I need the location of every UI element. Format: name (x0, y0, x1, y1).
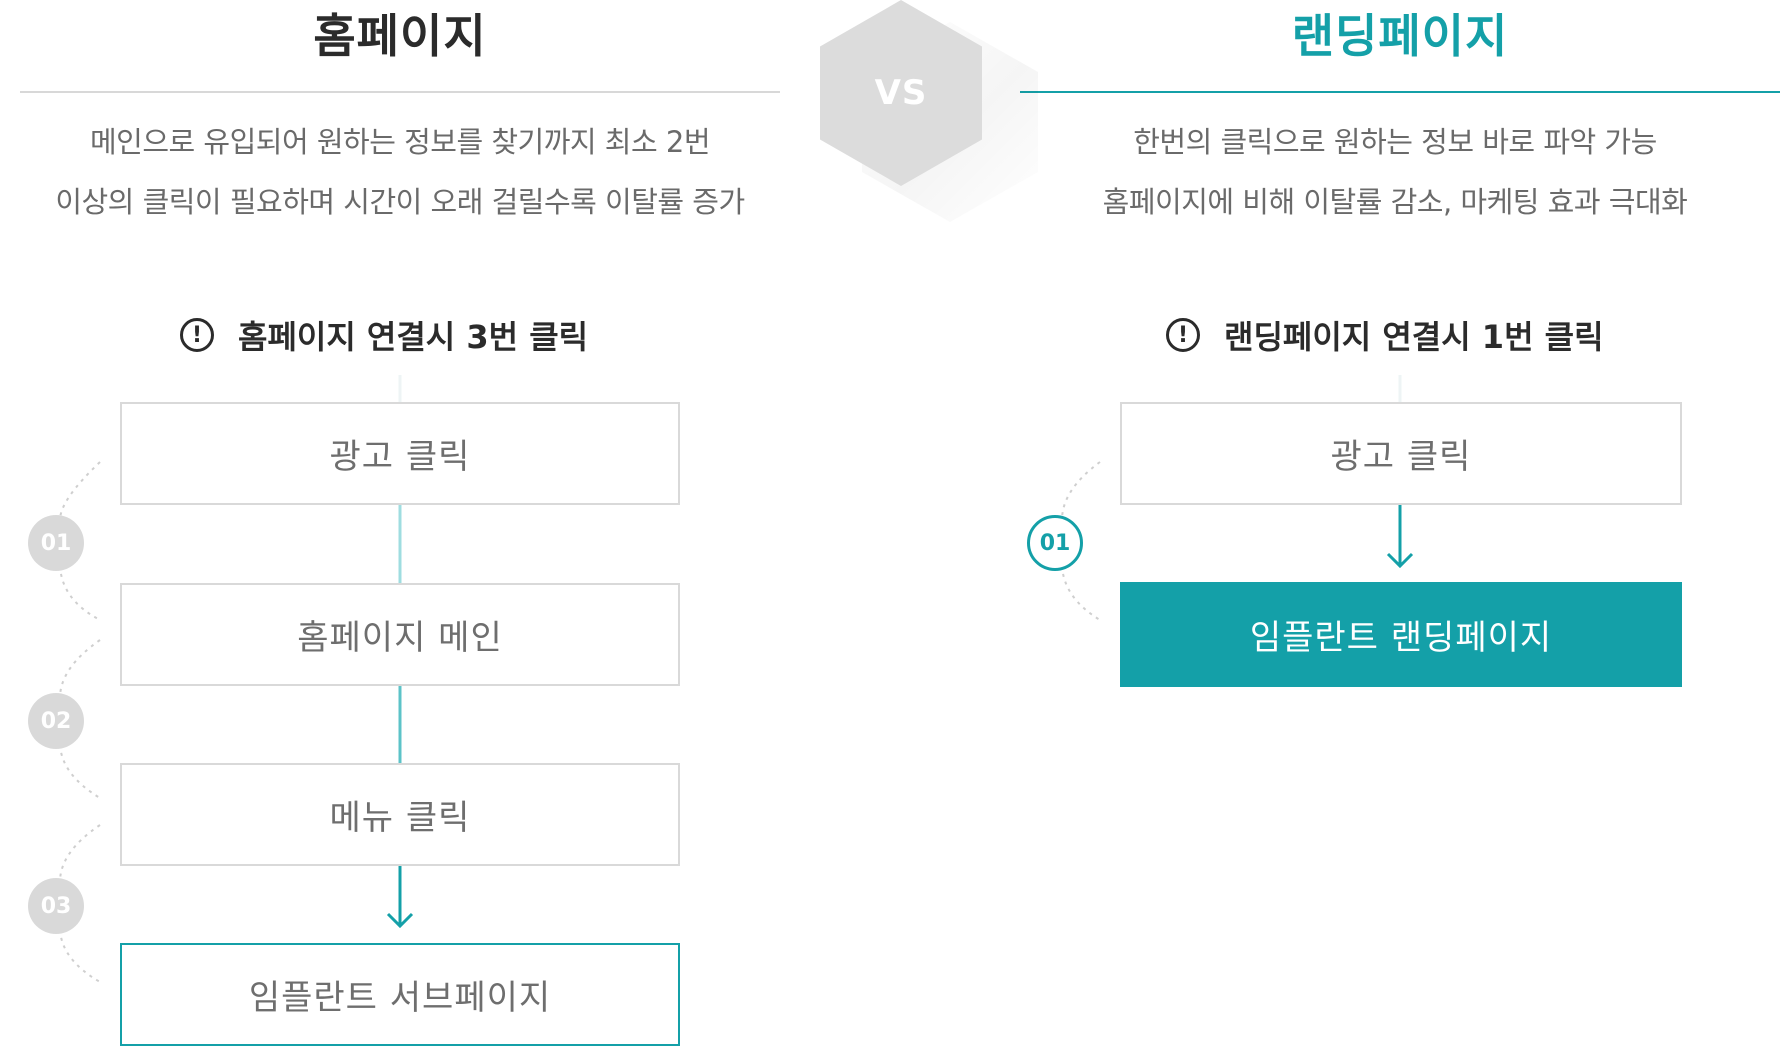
left-arc-1b (59, 565, 101, 621)
landing-step-ad-click-box: 광고 클릭 (1120, 402, 1682, 505)
landing-click-count-label: 랜딩페이지 연결시 1번 클릭 (1224, 318, 1604, 356)
alert-circle-icon: ! (180, 318, 214, 352)
landing-desc-line-1: 한번의 클릭으로 원하는 정보 바로 파악 가능 (1133, 125, 1657, 159)
step-implant-subpage-box: 임플란트 서브페이지 (120, 943, 680, 1046)
vs-label: VS (874, 73, 928, 113)
step-menu-click-box: 메뉴 클릭 (120, 763, 680, 866)
alert-circle-icon: ! (1166, 318, 1200, 352)
step-badge-02: 02 (28, 693, 84, 749)
homepage-click-count-label: 홈페이지 연결시 3번 클릭 (238, 318, 589, 356)
left-arc-3b (59, 929, 101, 983)
landing-page-title: 랜딩페이지 (1291, 9, 1509, 63)
left-arc-3a (59, 824, 101, 883)
landing-page-description: 한번의 클릭으로 원하는 정보 바로 파악 가능 홈페이지에 비해 이탈률 감소… (1010, 112, 1780, 232)
right-arc-1a (1061, 461, 1101, 521)
homepage-title: 홈페이지 (313, 9, 487, 63)
left-arrow-head (386, 912, 414, 929)
landing-step-badge-01: 01 (1027, 515, 1083, 571)
landing-desc-line-2: 홈페이지에 비해 이탈률 감소, 마케팅 효과 극대화 (1102, 185, 1688, 219)
homepage-desc-line-1: 메인으로 유입되어 원하는 정보를 찾기까지 최소 2번 (89, 125, 711, 159)
landing-step-implant-landing-box: 임플란트 랜딩페이지 (1120, 582, 1682, 687)
homepage-click-count-heading: ! 홈페이지 연결시 3번 클릭 (180, 310, 588, 360)
landing-click-count-heading: ! 랜딩페이지 연결시 1번 클릭 (1166, 310, 1604, 360)
homepage-description: 메인으로 유입되어 원하는 정보를 찾기까지 최소 2번 이상의 클릭이 필요하… (0, 112, 800, 232)
left-arc-2b (59, 744, 101, 799)
step-ad-click-box: 광고 클릭 (120, 402, 680, 505)
step-badge-03: 03 (28, 878, 84, 934)
vs-hexagon: VS (820, 0, 982, 186)
right-arrow-head (1386, 552, 1414, 569)
left-arc-2a (59, 639, 101, 699)
left-arc-1a (59, 461, 101, 521)
step-badge-01: 01 (28, 515, 84, 571)
homepage-divider (20, 91, 780, 93)
right-arc-1b (1061, 565, 1101, 621)
step-homepage-main-box: 홈페이지 메인 (120, 583, 680, 686)
homepage-desc-line-2: 이상의 클릭이 필요하며 시간이 오래 걸릴수록 이탈률 증가 (55, 185, 745, 219)
landing-page-divider (1020, 91, 1780, 93)
